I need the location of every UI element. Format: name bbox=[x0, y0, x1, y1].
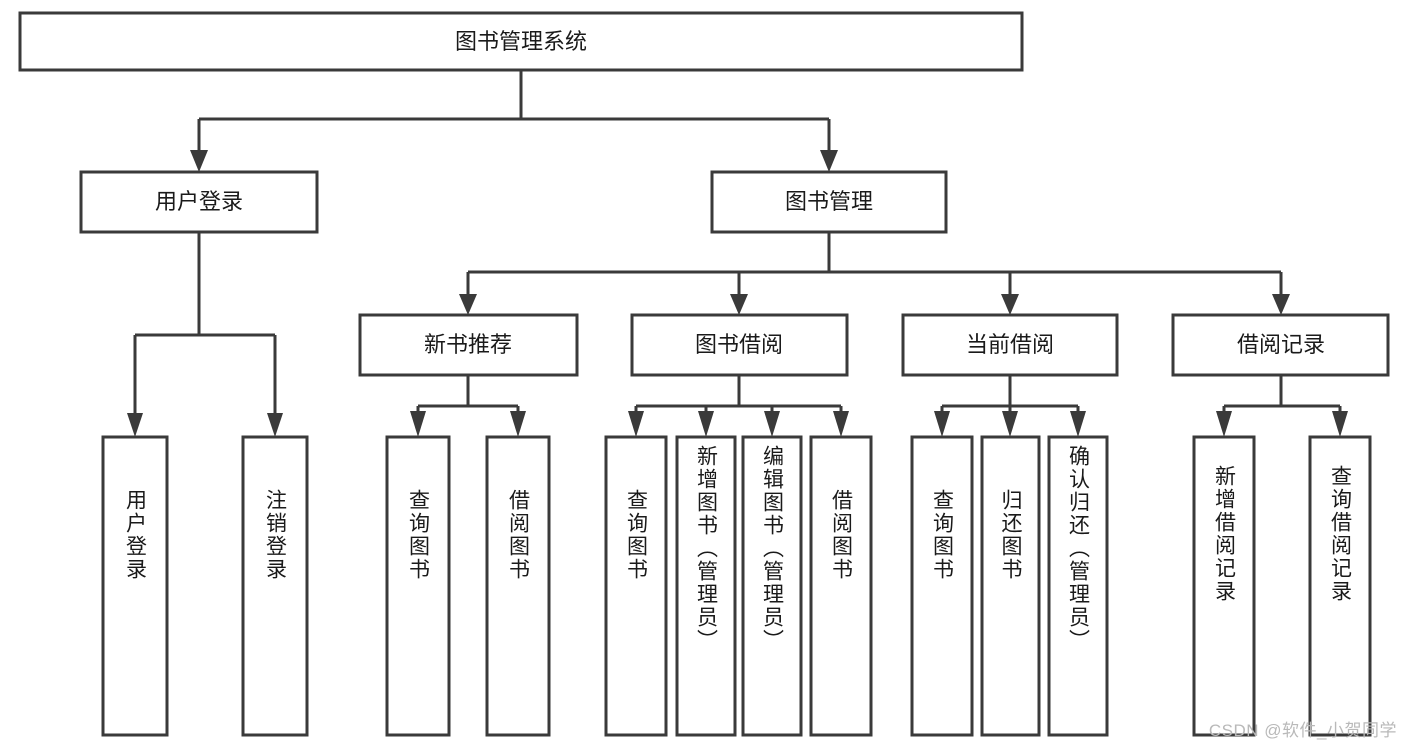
arrow-head-leaf-query-book-3 bbox=[934, 411, 950, 437]
nodes-layer: 图书管理系统 用户登录 图书管理 新书推荐 图书借阅 当前借阅 借阅记录 bbox=[18, 11, 1390, 737]
node-current-borrow-label: 当前借阅 bbox=[966, 332, 1054, 357]
node-leaf-user-login[interactable] bbox=[101, 435, 169, 737]
node-borrow-record[interactable] bbox=[1171, 313, 1390, 377]
arrow-head-current-borrow bbox=[1001, 294, 1019, 315]
node-leaf-query-book-1[interactable] bbox=[385, 435, 451, 737]
arrow-head-user-login bbox=[190, 150, 208, 172]
node-book-management-label: 图书管理 bbox=[785, 189, 873, 214]
arrow-head-new-book-recommend bbox=[459, 294, 477, 315]
node-root[interactable] bbox=[18, 11, 1024, 72]
arrow-head-book-borrow bbox=[730, 294, 748, 315]
node-leaf-confirm-return[interactable] bbox=[1047, 435, 1109, 737]
node-user-login-label: 用户登录 bbox=[155, 189, 243, 214]
node-user-login[interactable] bbox=[79, 170, 319, 234]
node-new-book-recommend[interactable] bbox=[358, 313, 579, 377]
arrow-head-leaf-return-book bbox=[1002, 411, 1018, 437]
arrow-head-leaf-borrow-book-1 bbox=[510, 411, 526, 437]
arrow-head-book-management bbox=[820, 150, 838, 172]
node-leaf-borrow-book-2[interactable] bbox=[809, 435, 873, 737]
arrow-head-leaf-user-login bbox=[127, 413, 143, 437]
node-leaf-borrow-book-1[interactable] bbox=[485, 435, 551, 737]
node-leaf-return-book[interactable] bbox=[980, 435, 1041, 737]
node-leaf-user-logout[interactable] bbox=[241, 435, 309, 737]
node-leaf-add-book[interactable] bbox=[675, 435, 737, 737]
arrow-head-leaf-query-book-1 bbox=[410, 411, 426, 437]
node-borrow-record-label: 借阅记录 bbox=[1237, 332, 1325, 357]
arrow-head-leaf-borrow-book-2 bbox=[833, 411, 849, 437]
node-new-book-recommend-label: 新书推荐 bbox=[424, 332, 512, 357]
node-leaf-query-book-2[interactable] bbox=[604, 435, 668, 737]
arrow-head-leaf-add-book bbox=[698, 411, 714, 437]
arrow-head-leaf-add-record bbox=[1216, 411, 1232, 437]
node-book-management[interactable] bbox=[710, 170, 948, 234]
connectors-layer bbox=[127, 70, 1348, 437]
arrow-head-leaf-confirm-return bbox=[1070, 411, 1086, 437]
node-current-borrow[interactable] bbox=[901, 313, 1119, 377]
node-book-borrow-label: 图书借阅 bbox=[695, 332, 783, 357]
node-leaf-query-book-3[interactable] bbox=[910, 435, 974, 737]
node-leaf-query-record[interactable] bbox=[1308, 435, 1372, 737]
arrow-head-leaf-user-logout bbox=[267, 413, 283, 437]
node-leaf-edit-book[interactable] bbox=[741, 435, 803, 737]
arrow-head-leaf-query-book-2 bbox=[628, 411, 644, 437]
node-leaf-add-record[interactable] bbox=[1192, 435, 1256, 737]
arrow-head-borrow-record bbox=[1272, 294, 1290, 315]
arrow-head-leaf-edit-book bbox=[764, 411, 780, 437]
node-book-borrow[interactable] bbox=[630, 313, 849, 377]
node-root-label: 图书管理系统 bbox=[455, 29, 587, 54]
arrow-head-leaf-query-record bbox=[1332, 411, 1348, 437]
csdn-watermark: CSDN @软件_小贺同学 bbox=[1208, 721, 1397, 740]
